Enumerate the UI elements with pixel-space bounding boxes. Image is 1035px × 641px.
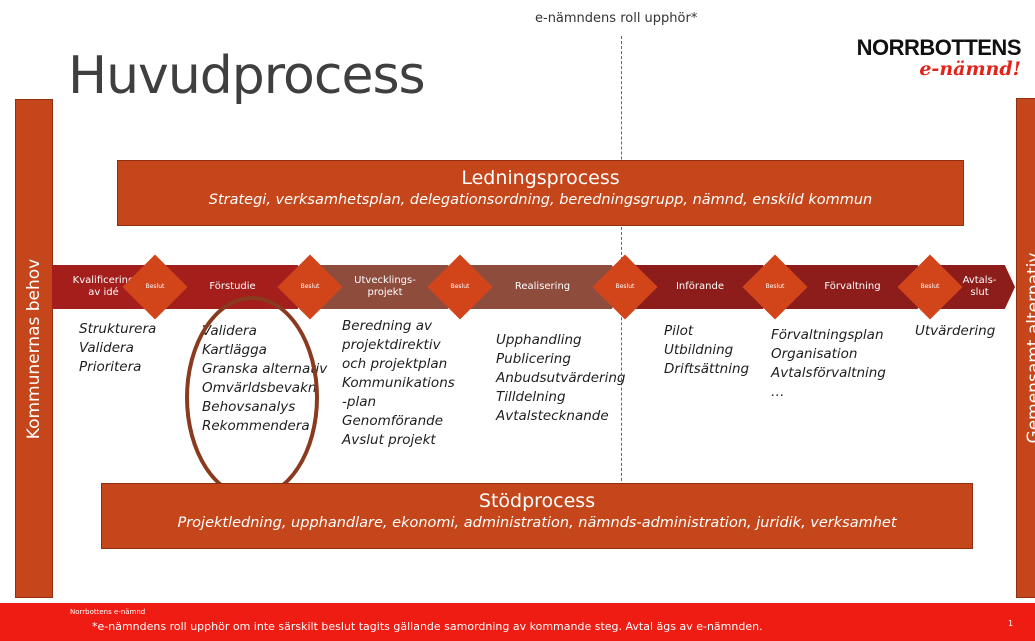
activities-realisering: Upphandling Publicering Anbudsutvärderin… bbox=[496, 332, 626, 424]
ledningsprocess-band: Ledningsprocess Strategi, verksamhetspla… bbox=[117, 160, 964, 226]
activities-forvaltning: Förvaltningsplan Organisation Avtalsförv… bbox=[771, 327, 886, 400]
ledningsprocess-subtitle: Strategi, verksamhetsplan, delegationsor… bbox=[208, 192, 873, 208]
stodprocess-subtitle: Projektledning, upphandlare, ekonomi, ad… bbox=[177, 515, 897, 531]
right-side-bar: Gemensamt alternativ bbox=[1016, 98, 1035, 598]
norrbottens-logo: NORRBOTTENS e-nämnd! bbox=[856, 35, 1022, 80]
step-label: Förstudie bbox=[209, 281, 256, 292]
ledningsprocess-title: Ledningsprocess bbox=[461, 167, 620, 189]
logo-line-2: e-nämnd! bbox=[919, 58, 1021, 80]
activities-kvalificering: Strukturera Validera Prioritera bbox=[79, 321, 157, 375]
decision-label: Beslut bbox=[450, 283, 470, 290]
logo-line-1: NORRBOTTENS bbox=[856, 35, 1022, 60]
decision-label: Beslut bbox=[615, 283, 635, 290]
left-side-bar: Kommunernas behov bbox=[15, 99, 53, 598]
decision-label: Beslut bbox=[300, 283, 320, 290]
step-label: Utvecklings-projekt bbox=[354, 275, 416, 298]
decision-label: Beslut bbox=[145, 283, 165, 290]
activities-inforande: Pilot Utbildning Driftsättning bbox=[664, 323, 750, 377]
footer-org: Norrbottens e-nämnd bbox=[70, 608, 146, 616]
right-side-label: Gemensamt alternativ bbox=[1023, 252, 1035, 444]
footer-note: *e-nämndens roll upphör om inte särskilt… bbox=[92, 620, 763, 633]
step-label: Realisering bbox=[514, 281, 571, 292]
activities-avtalsslut: Utvärdering bbox=[915, 323, 996, 339]
forstudie-highlight-oval bbox=[185, 296, 319, 499]
role-ends-note: e-nämndens roll upphör* bbox=[535, 11, 698, 26]
step-label: Avtals-slut bbox=[962, 275, 997, 298]
stodprocess-title: Stödprocess bbox=[478, 490, 596, 512]
left-side-label: Kommunernas behov bbox=[24, 258, 44, 439]
step-label: Införande bbox=[675, 281, 724, 292]
decision-label: Beslut bbox=[920, 283, 940, 290]
step-label: Kvalificering av idé bbox=[72, 275, 135, 298]
stodprocess-band: Stödprocess Projektledning, upphandlare,… bbox=[101, 483, 973, 549]
page-title: Huvudprocess bbox=[68, 46, 426, 106]
decision-label: Beslut bbox=[765, 283, 785, 290]
page-number: 1 bbox=[1008, 619, 1014, 628]
activities-utvecklingsprojekt: Beredning av projektdirektiv och projekt… bbox=[342, 318, 455, 448]
footer-bar: Norrbottens e-nämnd *e-nämndens roll upp… bbox=[0, 603, 1035, 641]
step-label: Förvaltning bbox=[824, 281, 881, 292]
